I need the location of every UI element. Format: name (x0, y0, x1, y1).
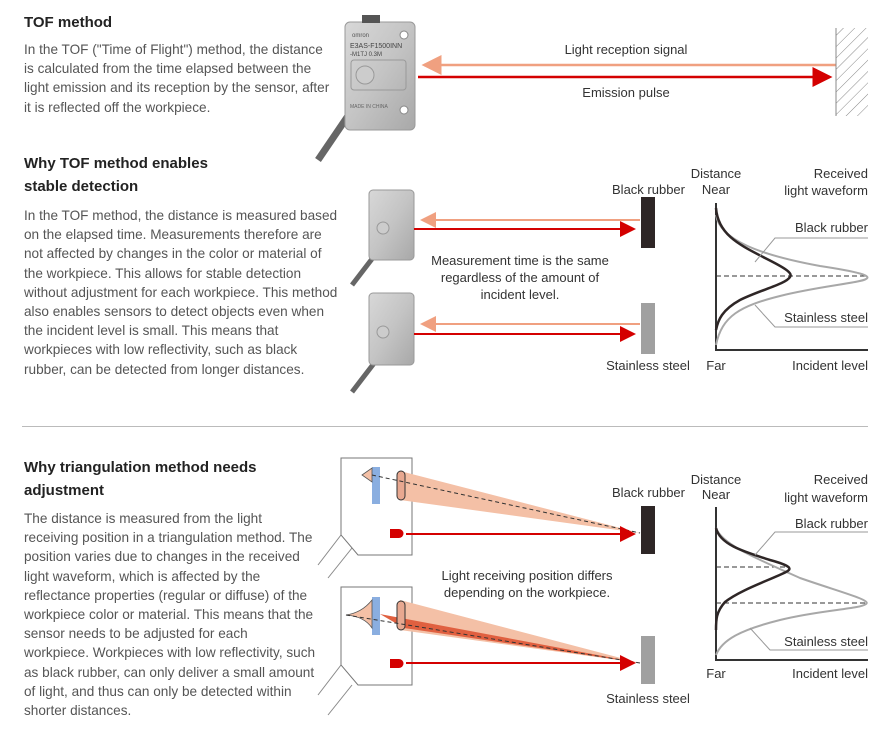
axis-label-distance: Distance (691, 472, 742, 487)
axis-label-distance: Distance (691, 166, 742, 181)
reception-label: Light reception signal (565, 42, 688, 57)
section-title-stable: Why TOF method enables stable detection (24, 152, 208, 198)
black-rubber-curve (714, 207, 792, 331)
triangulation-diagram: Black rubber Light receiving position di… (317, 457, 869, 716)
series-label-black-rubber: Black rubber (795, 516, 869, 531)
series-label-stainless: Stainless steel (784, 310, 868, 325)
sensor-image: omron E3AS-F1500INN -M1TJ 0.3M MADE IN C… (315, 15, 416, 162)
series-label-stainless: Stainless steel (784, 634, 868, 649)
tof-stable-diagram: Black rubber Stainless steel Measurement… (350, 166, 869, 394)
sensor-brand: omron (352, 33, 369, 39)
section-body-tof: In the TOF ("Time of Flight") method, th… (24, 42, 330, 115)
sensor-model-2: -M1TJ 0.3M (350, 52, 382, 58)
workpiece-wall (836, 28, 868, 116)
axis-label-near: Near (702, 182, 731, 197)
note-line: Light receiving position differs (441, 568, 613, 583)
stainless-curve (715, 214, 869, 346)
axis-label-far: Far (706, 666, 726, 681)
title-line: Why TOF method enables (24, 155, 208, 172)
section-title-triangulation: Why triangulation method needs adjustment (24, 456, 257, 502)
title-line: stable detection (24, 178, 139, 195)
sensor-image-bottom (350, 292, 415, 394)
tof-diagram: omron E3AS-F1500INN -M1TJ 0.3M MADE IN C… (315, 15, 868, 162)
graph-title-line: light waveform (784, 490, 868, 505)
axis-label-incident: Incident level (792, 666, 868, 681)
sensor-image-top (350, 189, 415, 287)
waveform-graph: Distance Near Far Incident level Receive… (691, 166, 869, 373)
stainless-label: Stainless steel (606, 691, 690, 706)
waveform-graph: Distance Near Far Incident level Receive… (691, 472, 869, 681)
graph-title-line: light waveform (784, 183, 868, 198)
black-rubber-workpiece (641, 506, 655, 554)
sensor-model: E3AS-F1500INN (350, 43, 402, 50)
section-body-stable: In the TOF method, the distance is measu… (24, 208, 338, 377)
sensor-made: MADE IN CHINA (350, 104, 388, 110)
stainless-workpiece (641, 636, 655, 684)
stainless-label: Stainless steel (606, 358, 690, 373)
note-line: Measurement time is the same (431, 253, 609, 268)
title-line: adjustment (24, 482, 105, 499)
note-line: incident level. (481, 287, 560, 302)
axis-label-far: Far (706, 358, 726, 373)
black-rubber-label: Black rubber (612, 485, 686, 500)
emission-label: Emission pulse (582, 85, 669, 100)
note-line: depending on the workpiece. (444, 585, 610, 600)
note-line: regardless of the amount of (441, 270, 600, 285)
section-body-triangulation: The distance is measured from the light … (24, 511, 316, 719)
graph-title-line: Received (814, 166, 868, 181)
section-title-tof: TOF method (24, 11, 112, 34)
section-divider (22, 426, 868, 427)
series-label-black-rubber: Black rubber (795, 220, 869, 235)
axis-label-incident: Incident level (792, 358, 868, 373)
title-line: TOF method (24, 14, 113, 31)
black-rubber-curve (714, 527, 791, 631)
axis-label-near: Near (702, 487, 731, 502)
triangulation-sensor-top (317, 457, 641, 579)
black-rubber-label: Black rubber (612, 182, 686, 197)
stainless-workpiece (641, 303, 655, 354)
triangulation-sensor-bottom (317, 586, 641, 716)
title-line: Why triangulation method needs (24, 459, 257, 476)
graph-title-line: Received (814, 472, 868, 487)
black-rubber-workpiece (641, 197, 655, 248)
stainless-curve (715, 527, 868, 656)
